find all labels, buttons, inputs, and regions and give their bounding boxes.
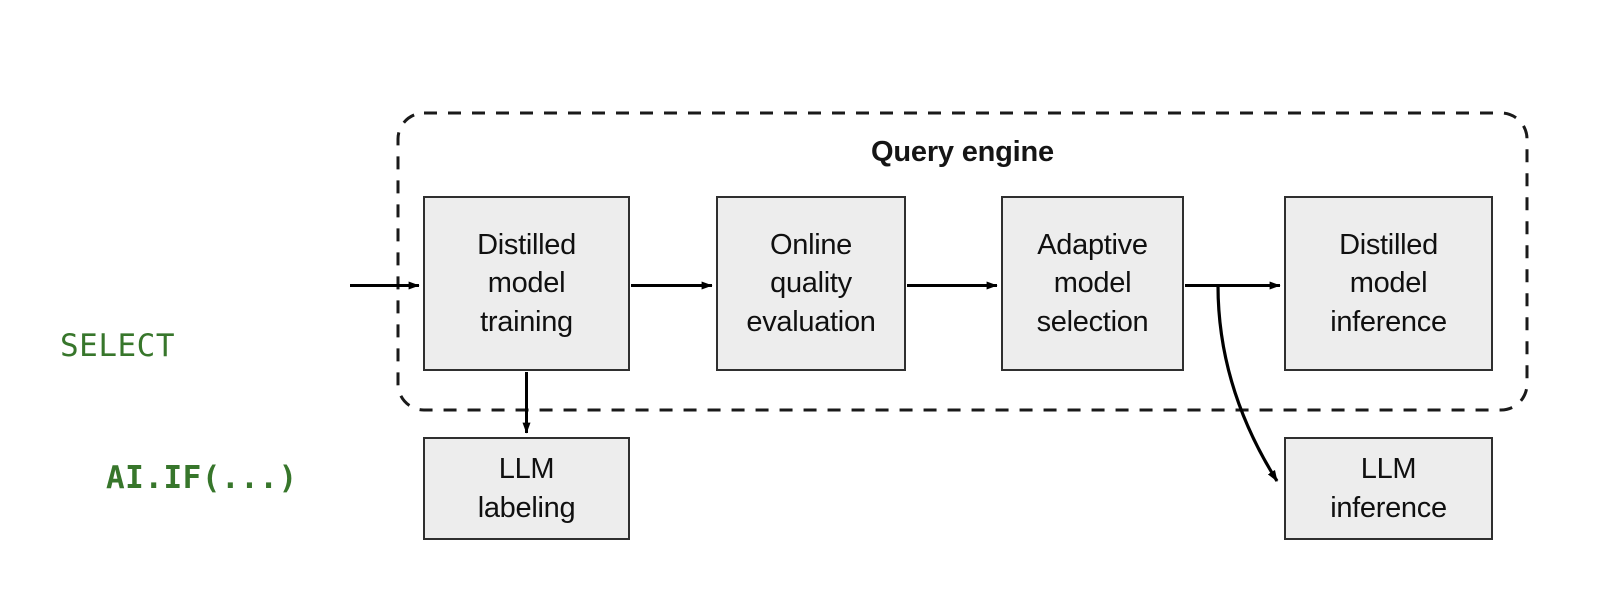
edge-selection-to-llm-inference	[1216, 285, 1279, 482]
node-label: LLM inference	[1330, 452, 1447, 524]
node-label: Adaptive model selection	[1036, 228, 1149, 338]
node-label: Online quality evaluation	[746, 228, 876, 338]
sql-keyword-select: SELECT	[60, 328, 175, 365]
node-distilled-model-inference[interactable]: Distilled model inference	[1284, 196, 1493, 371]
query-engine-title: Query engine	[871, 136, 1054, 168]
node-label: Distilled model inference	[1330, 228, 1447, 338]
sql-function-ai-if: AI.IF(...)	[106, 460, 298, 497]
node-llm-labeling[interactable]: LLM labeling	[423, 437, 630, 540]
node-distilled-model-training[interactable]: Distilled model training	[423, 196, 630, 371]
node-label: LLM labeling	[477, 452, 576, 524]
query-engine-container	[396, 111, 1529, 412]
node-adaptive-model-selection[interactable]: Adaptive model selection	[1001, 196, 1184, 371]
node-llm-inference[interactable]: LLM inference	[1284, 437, 1493, 540]
sql-query-snippet: SELECT AI.IF(...)	[60, 236, 350, 588]
node-label: Distilled model training	[477, 228, 576, 338]
node-online-quality-evaluation[interactable]: Online quality evaluation	[716, 196, 906, 371]
